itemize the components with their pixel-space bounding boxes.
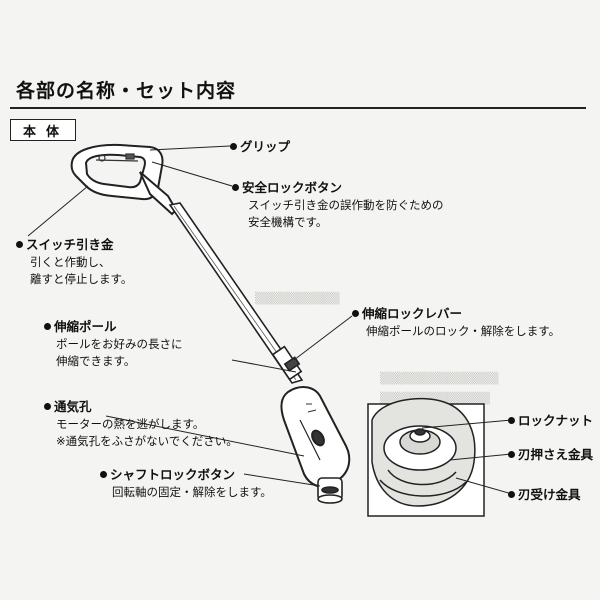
callout-title: 安全ロックボタン	[242, 180, 343, 195]
callout-desc: モーターの熱を逃がします。	[56, 417, 205, 431]
callout-blade-holder: 刃押さえ金具	[508, 446, 593, 464]
trimmer-head	[317, 477, 343, 504]
callout-blade-receiver: 刃受け金具	[508, 486, 581, 504]
callout-lock-lever: 伸縮ロックレバー 伸縮ポールのロック・解除をします。	[352, 305, 560, 340]
callout-desc: ※通気孔をふさがないでください。	[56, 434, 238, 448]
callout-title: 刃受け金具	[518, 487, 581, 502]
callout-vent: 通気孔 モーターの熱を逃がします。 ※通気孔をふさがないでください。	[44, 398, 238, 450]
callout-lock-nut: ロックナット	[508, 412, 593, 430]
callout-desc: 離すと停止します。	[30, 272, 133, 286]
grip-handle	[70, 143, 178, 216]
callout-pole: 伸縮ポール ポールをお好みの長さに 伸縮できます。	[44, 318, 183, 370]
callout-title: スイッチ引き金	[26, 237, 114, 252]
telescopic-pole	[168, 202, 304, 384]
callout-title: シャフトロックボタン	[110, 467, 236, 482]
callout-title: 伸縮ポール	[54, 319, 117, 334]
callout-shaft-lock: シャフトロックボタン 回転軸の固定・解除をします。	[100, 466, 272, 501]
callout-desc: 回転軸の固定・解除をします。	[112, 485, 272, 499]
bullet-icon	[44, 323, 51, 330]
callout-desc: ポールをお好みの長さに	[56, 337, 183, 351]
heading-rule	[10, 107, 586, 109]
bullet-icon	[508, 417, 515, 424]
bleed-through-text: ▒▒▒▒▒▒▒▒▒▒	[255, 292, 340, 305]
callout-desc: 安全機構です。	[248, 215, 328, 229]
bullet-icon	[508, 451, 515, 458]
callout-desc: 伸縮ポールのロック・解除をします。	[366, 324, 561, 338]
bullet-icon	[232, 184, 239, 191]
callout-title: 刃押さえ金具	[518, 447, 594, 462]
callout-title: 伸縮ロックレバー	[362, 306, 463, 321]
bullet-icon	[100, 471, 107, 478]
leader-lines	[27, 145, 513, 495]
bullet-icon	[16, 241, 23, 248]
callout-safety-lock: 安全ロックボタン スイッチ引き金の誤作動を防ぐための 安全機構です。	[232, 179, 444, 231]
inset-detail	[367, 397, 485, 517]
bleed-through-text: ▒▒▒▒▒▒▒▒▒▒▒▒▒▒	[380, 372, 499, 385]
callout-desc: 引くと作動し、	[30, 255, 111, 269]
callout-title: 通気孔	[54, 399, 92, 414]
motor-housing	[280, 386, 351, 488]
lock-lever	[271, 345, 303, 381]
callout-title: ロックナット	[518, 413, 594, 428]
bullet-icon	[230, 143, 237, 150]
section-heading: 各部の名称・セット内容	[16, 80, 237, 102]
callout-grip: グリップ	[230, 138, 290, 156]
bullet-icon	[44, 403, 51, 410]
grip-details	[95, 153, 139, 162]
callout-trigger: スイッチ引き金 引くと作動し、 離すと停止します。	[16, 236, 132, 288]
callout-desc: スイッチ引き金の誤作動を防ぐための	[248, 198, 444, 212]
callout-desc: 伸縮できます。	[56, 354, 136, 368]
callout-title: グリップ	[240, 139, 291, 154]
bullet-icon	[508, 491, 515, 498]
bullet-icon	[352, 310, 359, 317]
body-section-tab: 本体	[10, 119, 76, 141]
